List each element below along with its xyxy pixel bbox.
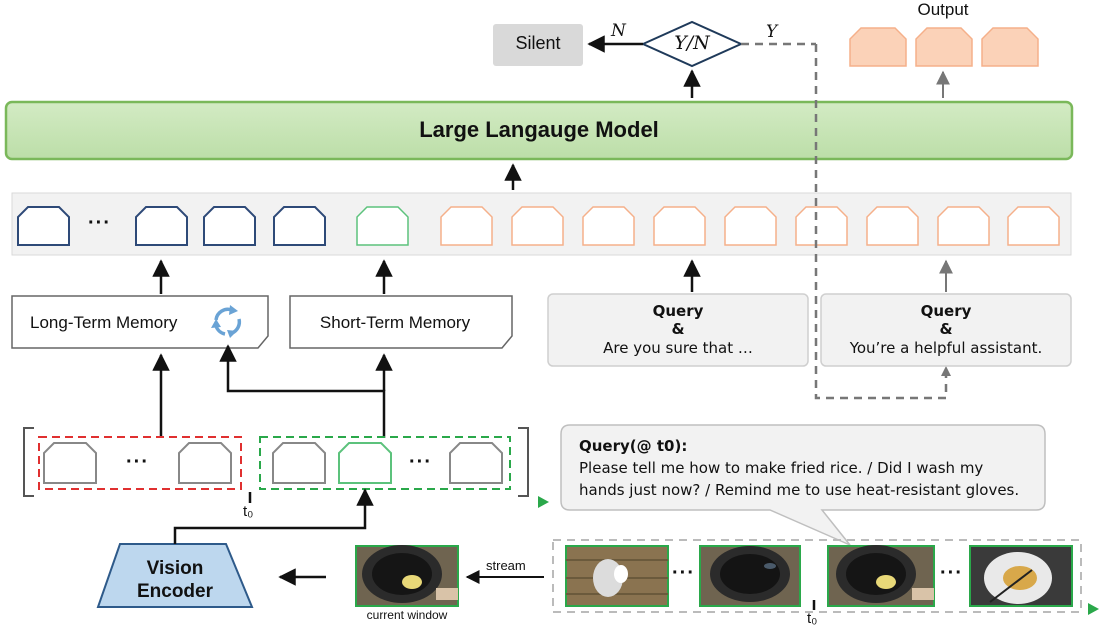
query-token: [866, 206, 919, 246]
frame-token: [178, 442, 232, 484]
long-memory-token: [135, 206, 188, 246]
query-verify-box: [547, 293, 809, 367]
timeline-right-arrowhead: [1088, 603, 1099, 615]
t0-left-label: t₀: [243, 503, 254, 520]
query-token: [724, 206, 777, 246]
token-row: [17, 206, 1060, 246]
query-assistant-box: [820, 293, 1072, 367]
buffer-bracket-right: [518, 427, 529, 497]
query-assistant-text: Query & You’re a helpful assistant.: [849, 302, 1043, 357]
yes-dashed-path: [814, 44, 948, 400]
frame-token: [272, 442, 326, 484]
frame-tokens: [43, 442, 503, 484]
output-token: [849, 27, 907, 67]
vision-encoder: [96, 543, 254, 608]
no-label: N: [611, 21, 626, 41]
vision-encoder-label: Vision Encoder: [136, 558, 214, 602]
query-bubble-text: Query(@ t0): Please tell me how to make …: [579, 437, 1020, 499]
query-token: [937, 206, 990, 246]
frame-token: [43, 442, 97, 484]
silent-box: [493, 24, 583, 66]
recycle-icon: [211, 305, 242, 338]
long-term-memory-label: Long-Term Memory: [30, 313, 178, 332]
output-token: [981, 27, 1039, 67]
output-label: Output: [917, 0, 969, 19]
query-verify-text: Query & Are you sure that …: [603, 302, 753, 357]
t0-right-label: t₀: [807, 610, 818, 627]
stream-label: stream: [486, 558, 526, 573]
stream-frame-container: [552, 539, 1082, 613]
token-ellipsis: ···: [88, 212, 111, 234]
frame-token: [449, 442, 503, 484]
yes-label: Y: [766, 22, 778, 42]
yes-arrowhead: [941, 366, 951, 376]
output-token: [915, 27, 973, 67]
silent-label: Silent: [515, 33, 561, 53]
query-token: [653, 206, 706, 246]
query-token: [440, 206, 493, 246]
llm-bar: [4, 100, 1074, 161]
query-token: [511, 206, 564, 246]
query-token: [1007, 206, 1060, 246]
stream-thumbnail-wok-2: [827, 545, 935, 607]
short-term-memory-box: [289, 295, 513, 349]
output-tokens: [849, 27, 1039, 67]
decision-label: Y/N: [674, 32, 710, 54]
stream-ellipsis-1: ···: [672, 562, 695, 584]
buffer-bracket-left: [23, 427, 34, 497]
current-window-label: current window: [366, 608, 448, 622]
timeline-left-arrowhead: [538, 496, 549, 508]
long-memory-token: [17, 206, 70, 246]
stream-thumbnail-fried-rice: [969, 545, 1073, 607]
current-frame-token: [338, 442, 392, 484]
short-term-memory-label: Short-Term Memory: [319, 313, 471, 332]
llm-label: Large Langauge Model: [419, 117, 659, 142]
stream-thumbnail-hand-egg: [565, 545, 669, 607]
stream-ellipsis-2: ···: [940, 562, 963, 584]
long-frames-ellipsis: ···: [126, 451, 149, 473]
query-token: [582, 206, 635, 246]
long-term-frame-group: [38, 436, 242, 490]
query-token: [795, 206, 848, 246]
current-window-thumbnail: [355, 545, 459, 607]
long-memory-token: [273, 206, 326, 246]
long-term-memory-box: [11, 295, 269, 349]
short-frames-ellipsis: ···: [409, 451, 432, 473]
arrow-short-frames-to-recycle: [219, 344, 386, 438]
short-memory-token: [356, 206, 409, 246]
stream-thumbnail-wok-1: [699, 545, 801, 607]
short-term-frame-group: [259, 436, 511, 490]
arrow-encoder-to-short-frames: [173, 488, 374, 544]
long-memory-token: [203, 206, 256, 246]
query-bubble: [560, 424, 1046, 546]
